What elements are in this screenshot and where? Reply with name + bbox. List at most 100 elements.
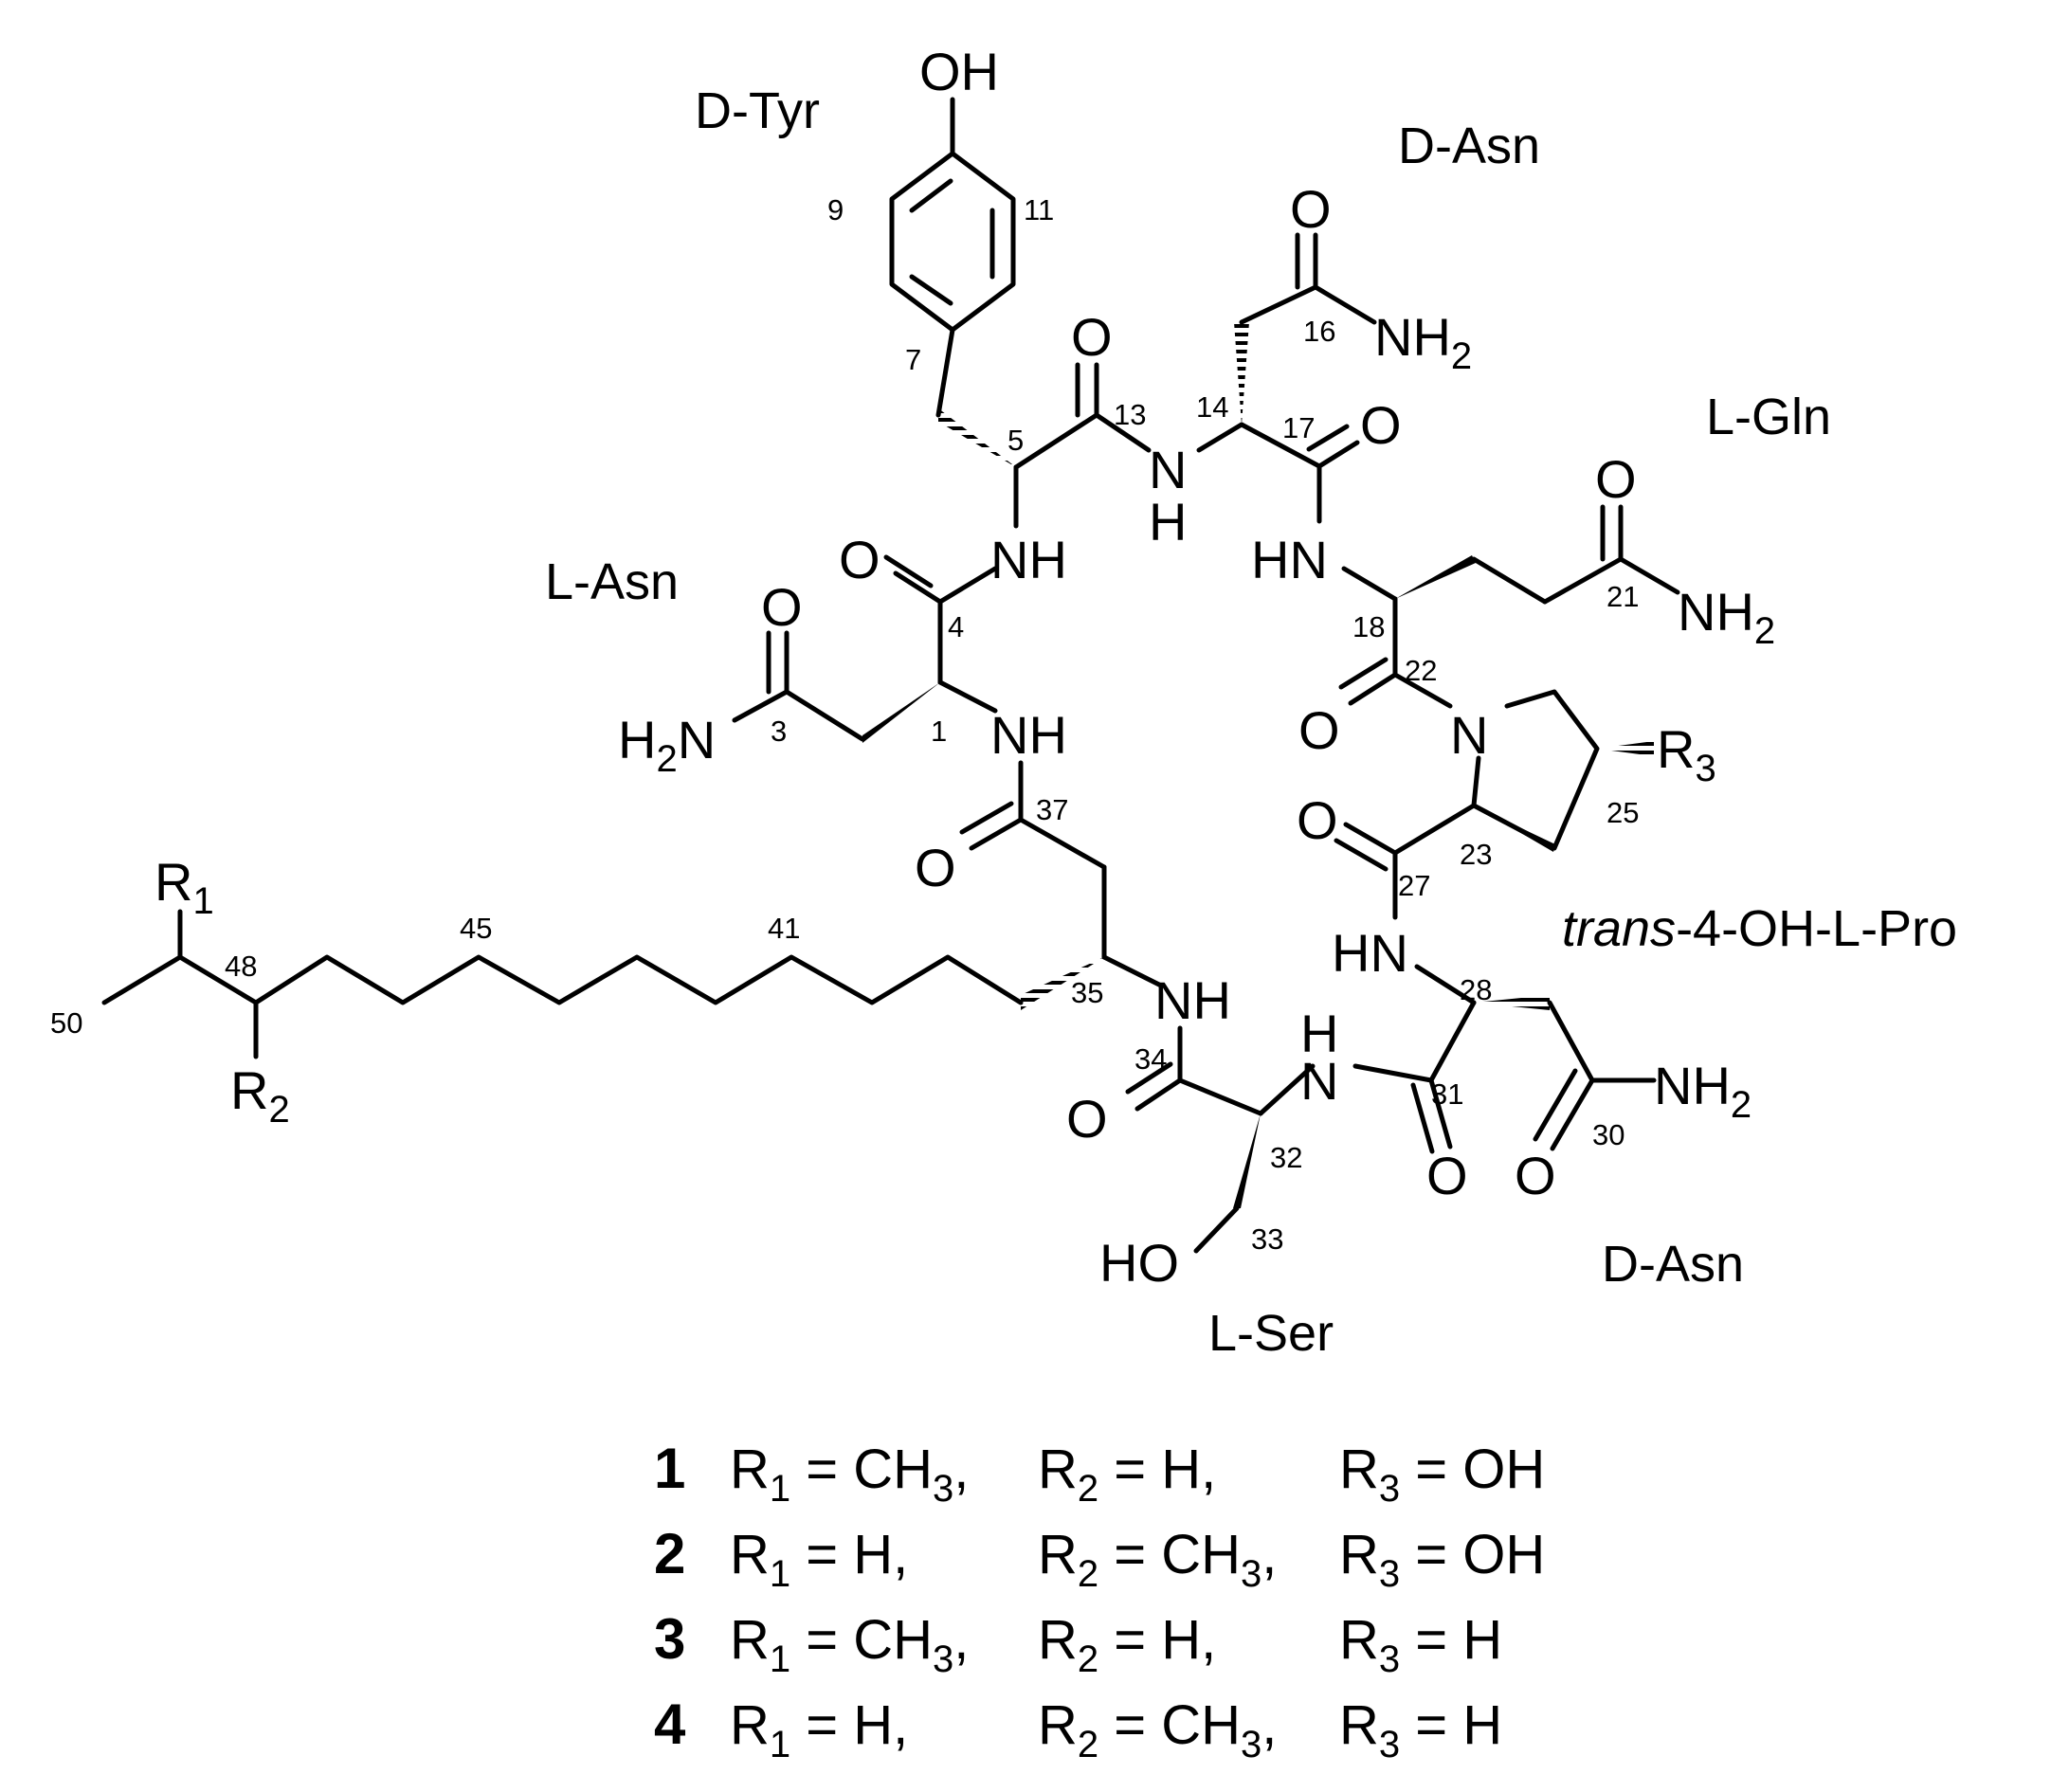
c34-o-double [1125, 1061, 1173, 1095]
c22-n-bond [1392, 672, 1453, 709]
tyr-ring-inner-bond [909, 274, 953, 306]
compound-id: 1 [654, 1437, 685, 1500]
locant-label: 37 [1036, 793, 1068, 826]
atom-labels: OH O O NH2 O N H NH HN O NH2 O O H2N NH … [154, 42, 1775, 1293]
locant-label: 32 [1270, 1141, 1302, 1174]
c17-o-double [1306, 424, 1350, 452]
residue-d-tyr: D-Tyr [695, 82, 820, 139]
hash-c35 [1021, 957, 1104, 1010]
r2-definition: R2 = CH3, [1038, 1694, 1277, 1765]
r3-definition: R3 = H [1339, 1694, 1502, 1765]
c21-n-bond [1618, 556, 1680, 595]
c16-ch2-bond [1239, 284, 1318, 325]
atom-n-32: N [1300, 1051, 1338, 1111]
c31-n32-bond [1352, 1063, 1434, 1083]
hash-c25 [1597, 741, 1654, 756]
atom-h2n-3: H2N [618, 710, 716, 780]
n14-c14-bond [1196, 422, 1244, 453]
r1-definition: R1 = CH3, [730, 1609, 969, 1680]
n32-c32-bond [1258, 1063, 1316, 1116]
c4-o-double [883, 554, 934, 588]
n28-c28-bond [1414, 964, 1477, 1005]
locant-label: 41 [768, 912, 800, 945]
locant-label: 31 [1431, 1077, 1463, 1111]
compound-id: 4 [654, 1692, 686, 1756]
atom-hn-28: HN [1332, 923, 1408, 983]
c27-o-double [1334, 838, 1389, 872]
atom-o-34: O [1066, 1089, 1108, 1149]
locant-label: 45 [460, 912, 492, 945]
r2-definition: R2 = CH3, [1038, 1524, 1277, 1595]
c37-o-double [959, 801, 1014, 835]
atom-n-pro: N [1450, 705, 1488, 765]
c27-o-bond [1343, 822, 1398, 856]
c4-o-bond [893, 570, 943, 605]
n35-c35-bond [1101, 954, 1164, 988]
atom-nh-5: NH [990, 530, 1067, 589]
hash-bonds [938, 322, 1654, 1010]
atom-ho-33: HO [1099, 1233, 1179, 1293]
locant-label: 48 [225, 950, 257, 983]
ring-to-ch2-bond [935, 327, 955, 418]
c23-c27-bond [1392, 803, 1477, 856]
r1-definition: R1 = H, [730, 1524, 908, 1595]
c49-c50-bond [101, 954, 183, 1005]
atom-h-14: H [1149, 492, 1187, 552]
residue-d-asn-bottom: D-Asn [1602, 1236, 1744, 1293]
atom-o-3: O [761, 577, 803, 637]
c22-o-double [1338, 657, 1389, 690]
atom-r3: R3 [1657, 719, 1716, 789]
locant-label: 1 [931, 715, 947, 748]
tyr-ring-inner-bond [909, 178, 953, 213]
atom-oh-top: OH [919, 42, 999, 101]
atom-o-17: O [1360, 395, 1402, 455]
compound-row: 4 R1 = H, R2 = CH3, R3 = H [654, 1692, 1502, 1765]
compound-row: 1 R1 = CH3, R2 = H, R3 = OH [654, 1437, 1545, 1510]
locant-label: 27 [1398, 869, 1430, 902]
locant-label: 9 [827, 193, 844, 226]
r1-definition: R1 = CH3, [730, 1439, 969, 1510]
locant-label: 21 [1606, 580, 1639, 613]
locant-label: 28 [1460, 973, 1492, 1006]
c14-c17-bond [1239, 422, 1322, 469]
residue-l-ser: L-Ser [1208, 1305, 1334, 1362]
wedge-c32 [1233, 1113, 1261, 1208]
atom-o-22: O [1298, 700, 1340, 760]
ch2-c3-bond [784, 689, 865, 742]
atom-nh2-30: NH2 [1654, 1056, 1752, 1126]
atom-o-4: O [839, 530, 880, 589]
c4-n5-bond [937, 566, 998, 605]
locant-label: 35 [1071, 976, 1103, 1009]
c30-o-bond [1550, 1077, 1595, 1151]
locant-labels: 9 11 7 5 13 14 16 17 18 21 22 4 3 1 37 2… [50, 193, 1639, 1256]
compound-id: 2 [654, 1522, 685, 1585]
hash-c5 [938, 408, 1016, 467]
residue-labels: D-Tyr D-Asn L-Gln L-Asn trans-4-OH-L-Pro… [545, 82, 1957, 1362]
residue-trans-hyp: trans-4-OH-L-Pro [1562, 900, 1957, 957]
c37-o-bond [969, 817, 1024, 851]
atom-n-14: N [1149, 440, 1187, 499]
atom-r2: R2 [230, 1060, 290, 1131]
residue-d-asn-top: D-Asn [1398, 118, 1540, 174]
locant-label: 22 [1405, 654, 1437, 687]
locant-label: 25 [1606, 796, 1639, 829]
gln-chain-bond [1471, 556, 1548, 605]
hash-c28 [1474, 995, 1550, 1010]
compound-table: 1 R1 = CH3, R2 = H, R3 = OH 2 R1 = H, R2… [654, 1437, 1545, 1765]
atom-o-30: O [1515, 1146, 1556, 1205]
locant-label: 11 [1024, 193, 1054, 226]
fatty-acid-chain [177, 954, 1024, 1005]
atom-h-32: H [1300, 1004, 1338, 1063]
residue-l-gln: L-Gln [1706, 389, 1831, 445]
atom-nh-35: NH [1154, 970, 1231, 1030]
c17-o-bond [1316, 440, 1360, 469]
c31-o-double [1410, 1082, 1435, 1154]
compound-row: 2 R1 = H, R2 = CH3, R3 = OH [654, 1522, 1545, 1595]
wedge-c23 [1474, 805, 1555, 852]
gln-chain-bond [1542, 556, 1624, 605]
locant-label: 14 [1196, 390, 1228, 424]
c34-o-bond [1134, 1077, 1183, 1112]
atom-nh-1: NH [990, 705, 1067, 765]
residue-l-asn: L-Asn [545, 553, 679, 610]
atom-o-16: O [1290, 179, 1332, 239]
